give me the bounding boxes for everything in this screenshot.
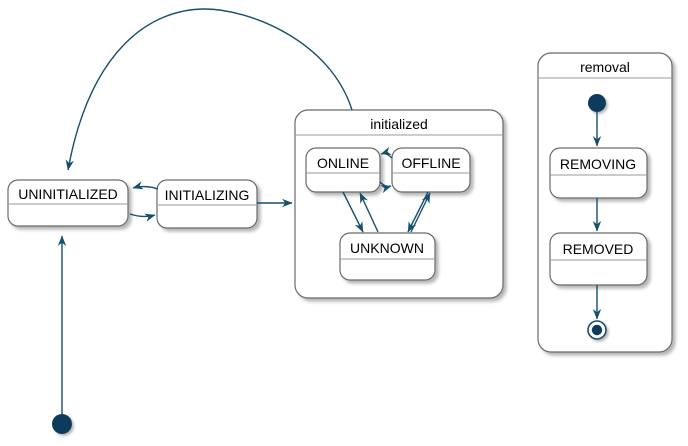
composite-removal-title: removal (580, 59, 630, 75)
state-uninitialized-label: UNINITIALIZED (18, 186, 118, 202)
transition-unknown-to-online (359, 192, 379, 233)
state-online-label: ONLINE (317, 155, 369, 171)
state-removed-body (549, 232, 648, 286)
state-uninitialized-body (7, 179, 129, 227)
state-unknown-body (339, 232, 436, 281)
state-offline[interactable]: OFFLINE (391, 147, 471, 193)
state-offline-label: OFFLINE (401, 155, 460, 171)
state-online[interactable]: ONLINE (305, 147, 381, 193)
state-unknown-label: UNKNOWN (350, 240, 424, 256)
composite-state-removal[interactable]: removal (537, 52, 673, 353)
state-uninitialized[interactable]: UNINITIALIZED (7, 179, 129, 227)
initial-node-removal (588, 94, 606, 112)
state-initializing-body (156, 179, 258, 229)
state-initializing[interactable]: INITIALIZING (156, 179, 258, 229)
state-removed[interactable]: REMOVED (549, 232, 648, 286)
state-removing-body (549, 147, 648, 199)
state-initializing-label: INITIALIZING (165, 187, 250, 203)
state-removed-label: REMOVED (563, 241, 634, 257)
initial-node-root (52, 414, 72, 434)
state-removing-label: REMOVING (560, 156, 636, 172)
composite-initialized-title: initialized (370, 116, 428, 132)
transition-initialized-to-uninitialized (65, 8, 353, 171)
state-removing[interactable]: REMOVING (549, 147, 648, 199)
transition-online-to-offline (379, 181, 392, 194)
transition-uninitialized-to-initializing (129, 213, 156, 222)
composite-removal-body (537, 52, 673, 353)
transition-online-to-unknown (342, 191, 364, 233)
transitions-layer (57, 8, 602, 414)
final-node-removal (587, 320, 607, 340)
transition-unknown-to-offline (410, 192, 431, 233)
state-offline-body (391, 147, 471, 193)
transition-initializing-to-uninitialized (132, 181, 159, 190)
state-unknown[interactable]: UNKNOWN (339, 232, 436, 281)
transition-offline-to-online (380, 146, 393, 159)
